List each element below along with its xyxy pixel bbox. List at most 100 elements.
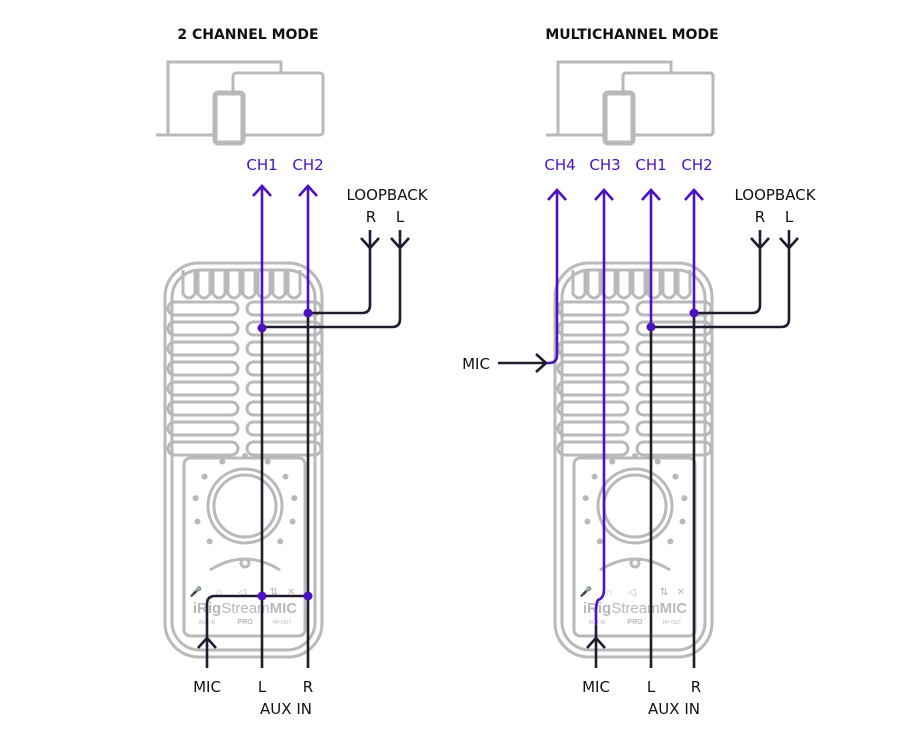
aux-in-label: AUX IN — [260, 700, 312, 718]
grille-slot — [635, 300, 713, 317]
grille-slot — [556, 340, 630, 357]
loopback-label: LOOPBACK — [734, 186, 816, 204]
led-dot — [584, 518, 591, 525]
junction-dot — [303, 591, 313, 601]
led-dot — [282, 473, 289, 480]
grille-slot — [635, 400, 713, 417]
grille-slot — [635, 340, 713, 357]
right-wiring — [498, 188, 799, 668]
grille-slot — [166, 300, 240, 317]
grille-slot — [245, 400, 323, 417]
grille-slot — [245, 300, 323, 317]
grille-slot — [166, 340, 240, 357]
led-dot — [672, 473, 679, 480]
grille-slot — [245, 380, 323, 397]
device-brand: iRigStreamMIC — [583, 600, 687, 617]
arrow-up-icon — [586, 636, 606, 649]
led-dot — [667, 538, 674, 545]
aux-in-label: AUX IN — [648, 700, 700, 718]
mode-dot — [629, 557, 641, 569]
channel-label: CH3 — [589, 156, 620, 174]
left-wiring — [197, 184, 410, 668]
led-dot — [596, 538, 603, 545]
device-control-icon: ◁ — [238, 587, 246, 598]
mic-input-label: MIC — [193, 678, 221, 696]
led-dot — [291, 495, 298, 502]
knob-ring — [206, 467, 284, 545]
grille-slot — [166, 360, 240, 377]
arrow-down-icon — [750, 237, 770, 250]
loopback-l-wire — [262, 230, 402, 329]
grille-slot — [635, 320, 713, 337]
device-control-icon: ✕ — [287, 587, 295, 598]
computer-devices-icon — [546, 62, 713, 143]
grille-slot — [635, 420, 713, 437]
device-model: PRO — [237, 619, 253, 626]
arrow-down-icon — [390, 237, 410, 250]
grille-slot — [556, 380, 630, 397]
device-body — [163, 261, 324, 659]
channel-label: CH1 — [635, 156, 666, 174]
device-model: PRO — [627, 619, 643, 626]
grille-slot — [245, 440, 323, 457]
led-dot — [192, 495, 199, 502]
led-dot — [654, 458, 661, 465]
grille-slot — [245, 320, 323, 337]
device-hp-label: HP OUT — [273, 620, 292, 626]
junction-dot — [689, 308, 699, 318]
grille-slot — [166, 440, 240, 457]
grille-slot — [166, 400, 240, 417]
arrow-up-icon — [594, 188, 614, 201]
device-control-icon: 🎤 — [190, 585, 203, 598]
loopback-l-wire — [651, 230, 791, 329]
grille-slot — [166, 420, 240, 437]
ch3-signal — [594, 190, 606, 625]
grille-slot — [556, 300, 630, 317]
led-dot — [277, 538, 284, 545]
grille-top — [181, 270, 302, 300]
device-hp-label: HP OUT — [663, 620, 682, 626]
mic-input-label: MIC — [582, 678, 610, 696]
knob-ring — [596, 467, 674, 545]
arrow-down-icon — [360, 237, 380, 250]
device-control-icon: ◁ — [628, 587, 636, 598]
grille-slot — [556, 360, 630, 377]
junction-dot — [257, 323, 267, 333]
junction-dot — [257, 591, 267, 601]
grille-slot — [245, 360, 323, 377]
arrow-up-icon — [197, 636, 217, 649]
grille-slot — [556, 320, 630, 337]
arrow-right-icon — [535, 353, 548, 373]
led-dot — [679, 518, 686, 525]
grille-slot — [556, 400, 630, 417]
knob — [602, 473, 668, 539]
aux-r-label: R — [303, 678, 313, 696]
grille-slot — [245, 420, 323, 437]
arrow-down-icon — [779, 237, 799, 250]
led-dot — [591, 473, 598, 480]
grille-slot — [556, 440, 630, 457]
mic-wire — [205, 594, 308, 668]
loopback-label: LOOPBACK — [346, 186, 428, 204]
channel-label: CH2 — [681, 156, 712, 174]
arrow-up-icon — [252, 184, 272, 197]
arrow-up-icon — [641, 188, 661, 201]
channel-label: CH2 — [292, 156, 323, 174]
led-dot — [194, 518, 201, 525]
loopback-r-wire — [308, 230, 372, 315]
ch4-signal — [545, 190, 559, 365]
grille-slot — [556, 420, 630, 437]
left-title: 2 CHANNEL MODE — [177, 27, 318, 43]
arrow-up-icon — [684, 188, 704, 201]
led-dot — [289, 518, 296, 525]
led-dot — [264, 458, 271, 465]
loopback-r-wire — [694, 230, 762, 315]
device-body — [553, 261, 714, 659]
computer-devices-icon — [156, 62, 323, 143]
grille-slot — [635, 440, 713, 457]
device-control-icon: ∩ — [215, 587, 222, 598]
device-control-icon: ✕ — [677, 587, 685, 598]
